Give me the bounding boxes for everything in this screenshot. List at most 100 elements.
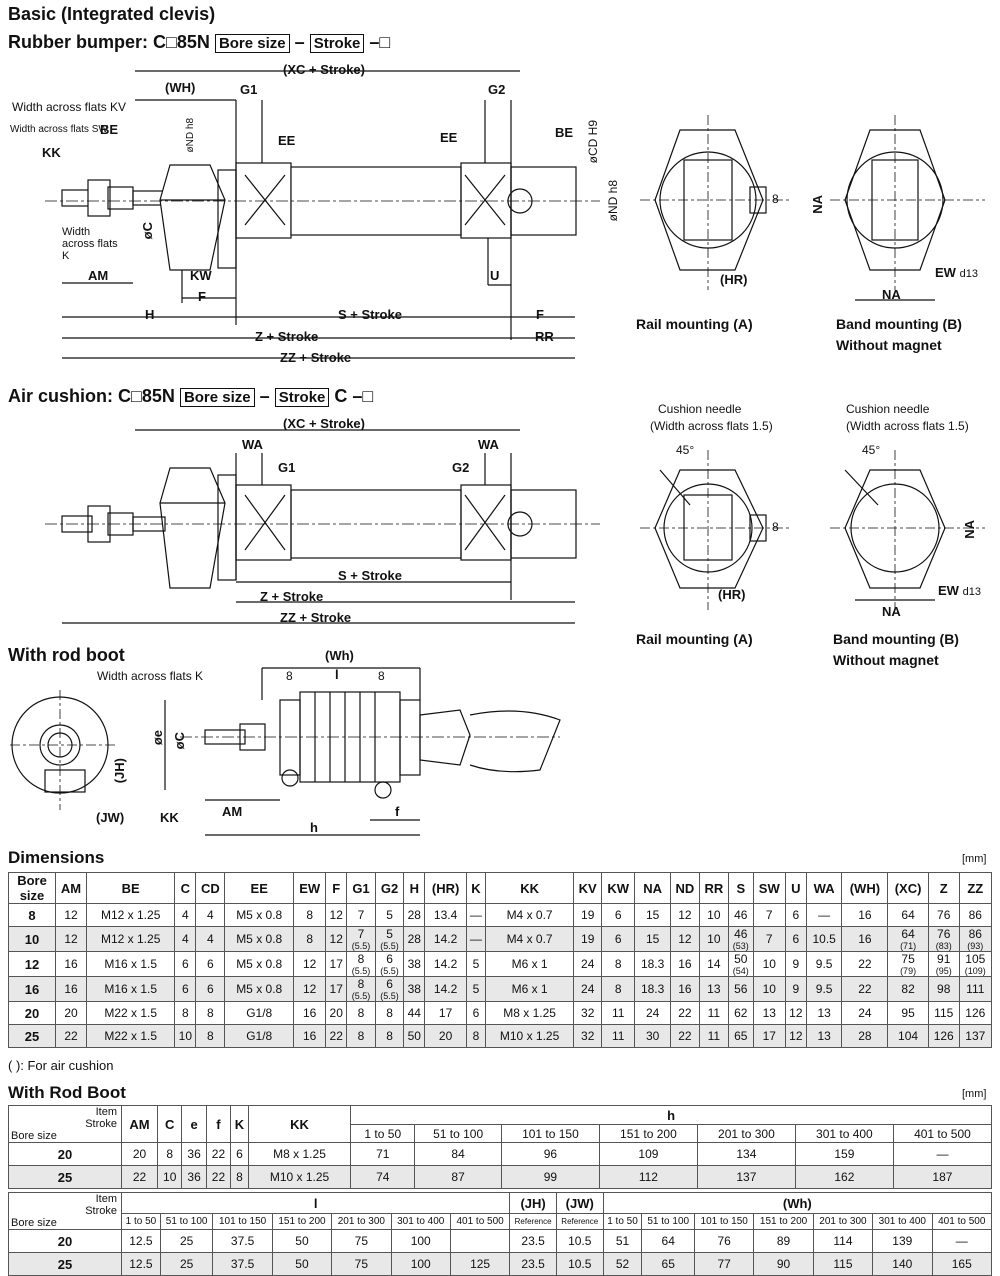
rod-boot-2-jh-header: (JH): [509, 1191, 557, 1215]
dimensions-cell: 10: [752, 951, 786, 977]
rod-boot-2-cell: 90: [753, 1252, 814, 1276]
dimensions-cell: 10: [698, 903, 729, 927]
label-ee-left: EE: [278, 133, 296, 148]
label-s-stroke: S + Stroke: [338, 307, 402, 322]
dimensions-header-cell: (XC): [887, 872, 929, 904]
dimensions-cell: 22: [669, 1024, 700, 1048]
dimensions-cell: 4: [174, 903, 197, 927]
rod-boot-2-range: 1 to 50: [121, 1213, 161, 1230]
dimensions-cell: 12: [8, 951, 56, 977]
dimensions-header-cell: CD: [195, 872, 226, 904]
label-na-vertical-2: NA: [962, 520, 977, 539]
dimensions-cell: 10: [698, 926, 729, 952]
rod-boot-2-cell: 50: [271, 1252, 333, 1276]
dimensions-cell: 65: [727, 1024, 754, 1048]
label-45-band: 45°: [862, 443, 881, 457]
rod-boot-1-cell: 36: [181, 1165, 207, 1189]
label-jh: (JH): [112, 758, 127, 784]
rod-boot-2-range: 201 to 300: [331, 1213, 392, 1230]
dimensions-cell: M16 x 1.5: [86, 976, 176, 1002]
dimensions-cell: 7(5.5): [346, 926, 376, 952]
dimensions-cell: 86(93): [958, 926, 993, 952]
dimensions-cell: 25: [8, 1024, 56, 1048]
label-f-left: F: [198, 289, 206, 304]
dimensions-cell: G1/8: [224, 1024, 295, 1048]
rod-boot-1-cell: 10: [157, 1165, 183, 1189]
rod-boot-2-range: 201 to 300: [812, 1213, 874, 1230]
rod-boot-2-l-header: l: [120, 1191, 511, 1215]
label-waf-kv: Width across flats KV: [12, 100, 127, 114]
dimensions-cell: 16: [293, 1024, 327, 1048]
rod-boot-1-cell: 36: [181, 1142, 207, 1166]
dimensions-cell: 9.5: [805, 951, 843, 977]
dimensions-cell: 8: [195, 1024, 226, 1048]
dimensions-cell: 18.3: [634, 951, 671, 977]
dimensions-cell: 9: [784, 951, 807, 977]
rod-boot-2-cell: 125: [449, 1252, 511, 1276]
dimensions-cell: 8(5.5): [346, 951, 376, 977]
rod-boot-2-wh-header: (Wh): [602, 1191, 993, 1215]
dimensions-cell: 56: [727, 976, 754, 1002]
dimensions-cell: M5 x 0.8: [224, 903, 295, 927]
dimensions-cell: 76: [927, 903, 960, 927]
label-cushion-waf-rail: (Width across flats 1.5): [650, 419, 773, 433]
rod-boot-2-cell: 10.5: [555, 1229, 604, 1253]
dimensions-cell: 12: [54, 903, 88, 927]
rod-boot-2-range: 101 to 150: [693, 1213, 755, 1230]
dimensions-header-cell: Z: [927, 872, 960, 904]
label-ew: EW d13: [935, 265, 978, 280]
dimensions-cell: 5(5.5): [374, 926, 405, 952]
dimensions-cell: 46(53): [727, 926, 754, 952]
dimensions-cell: 20: [8, 1001, 56, 1025]
dimensions-cell: M6 x 1: [484, 976, 575, 1002]
heading-rubber-bumper: Rubber bumper: C□85N Bore size – Stroke …: [8, 32, 391, 53]
dimensions-cell: 19: [573, 903, 603, 927]
dimensions-cell: 12: [669, 903, 700, 927]
dimensions-cell: 16: [54, 951, 88, 977]
dimensions-cell: 137: [958, 1024, 993, 1048]
label-rail-mounting: Rail mounting (A): [636, 316, 753, 332]
rod-boot-1-header: e: [181, 1105, 207, 1143]
dimensions-cell: M16 x 1.5: [86, 951, 176, 977]
label-cushion-needle-band: Cushion needle: [846, 402, 930, 416]
dimensions-cell: 17: [325, 951, 348, 977]
dimensions-cell: 10: [174, 1024, 197, 1048]
dimensions-header-cell: C: [174, 872, 197, 904]
rod-boot-2-cell: 77: [693, 1252, 755, 1276]
dimensions-cell: 8: [293, 903, 327, 927]
label-xc-stroke: (XC + Stroke): [283, 62, 365, 77]
rod-boot-2-jw-header: (JW): [555, 1191, 604, 1215]
label-hr-2: (HR): [718, 587, 746, 602]
dimensions-cell: 8: [174, 1001, 197, 1025]
label-cd: øCD H9: [586, 120, 600, 164]
rod-boot-1-header: C: [157, 1105, 183, 1143]
dimensions-header-cell: AM: [54, 872, 88, 904]
dimensions-cell: 20: [325, 1001, 348, 1025]
label-eight-boot-right: 8: [378, 669, 385, 683]
dimensions-cell: 105(109): [958, 951, 993, 977]
dimensions-cell: M12 x 1.25: [86, 903, 176, 927]
rod-boot-2-range: 51 to 100: [159, 1213, 214, 1230]
dimensions-cell: 8: [346, 1024, 376, 1048]
label-am-boot: AM: [222, 804, 243, 819]
dimensions-unit: [mm]: [962, 853, 987, 865]
rod-boot-2-cell: 37.5: [212, 1229, 273, 1253]
heading-basic: Basic (Integrated clevis): [8, 4, 216, 24]
dimensions-cell: 13: [805, 1024, 843, 1048]
rod-boot-2-cell: 64: [641, 1229, 695, 1253]
rod-boot-2-cell: 115: [812, 1252, 874, 1276]
dimensions-cell: 16: [8, 976, 56, 1002]
dimensions-cell: 15: [634, 903, 671, 927]
label-ee-right: EE: [440, 130, 458, 145]
dimensions-cell: 4: [195, 903, 226, 927]
rod-boot-1-cell: M8 x 1.25: [247, 1142, 352, 1166]
rod-boot-2-range: 101 to 150: [212, 1213, 273, 1230]
rod-boot-2-cell: 65: [641, 1252, 695, 1276]
dimensions-cell: 5: [374, 903, 405, 927]
